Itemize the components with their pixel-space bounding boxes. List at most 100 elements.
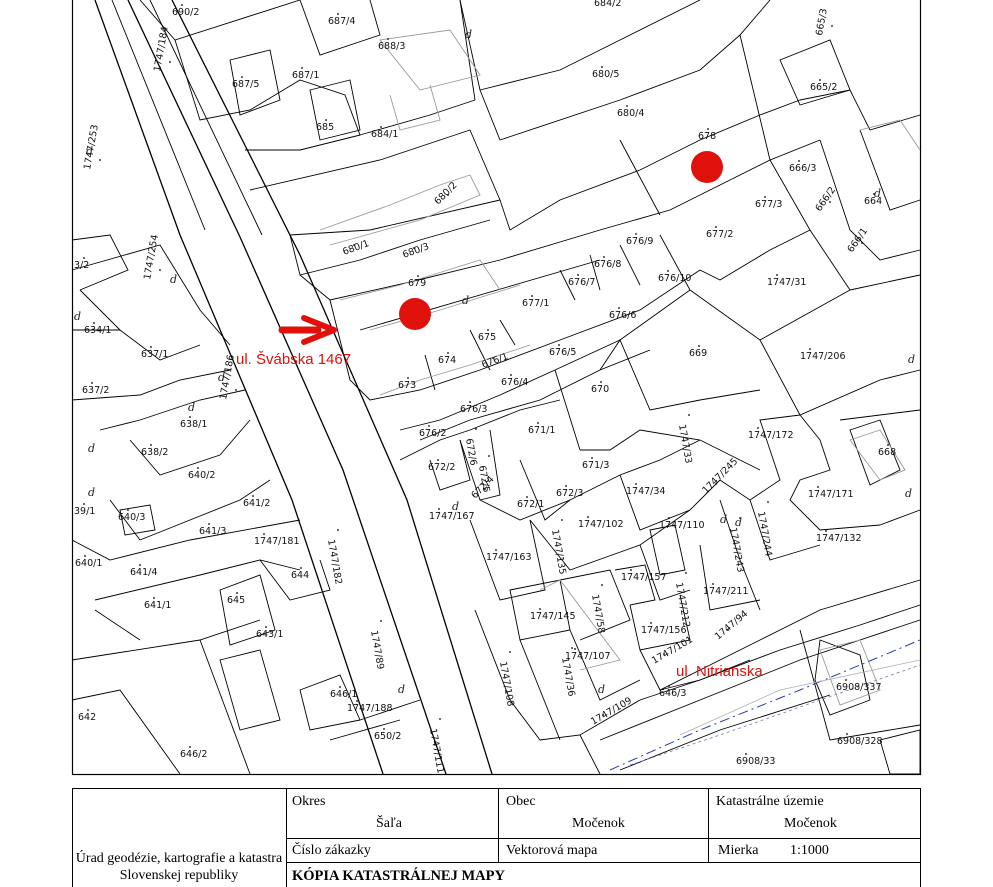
parcel-point <box>447 194 449 196</box>
mierka-value: 1:1000 <box>790 843 829 858</box>
street-label-nitrianska: ul. Nitrianska <box>676 663 763 680</box>
parcel-point <box>667 270 669 272</box>
svg-text:d: d <box>598 683 605 696</box>
parcel-point <box>577 274 579 276</box>
parcel-labels: 690/2684/2687/4688/3665/31747/184687/568… <box>74 0 896 774</box>
parcel-point <box>819 79 821 81</box>
parcel-point <box>712 583 714 585</box>
parcel-label: 1747/188 <box>347 703 393 714</box>
okres-label: Okres <box>292 794 326 809</box>
red-marker-parcel-678 <box>691 151 723 183</box>
parcel-label: 644 <box>291 570 309 581</box>
parcel-label: 1747/181 <box>254 536 300 547</box>
svg-text:d: d <box>462 294 469 307</box>
parcel-label: 665/3 <box>814 8 830 37</box>
parcel-point <box>337 13 339 15</box>
parcel-point <box>630 569 632 571</box>
parcel-point <box>685 572 687 574</box>
red-marker-parcel-679 <box>399 298 431 330</box>
svg-text:d: d <box>874 187 881 200</box>
parcel-point <box>757 427 759 429</box>
parcel-label: 646/3 <box>659 688 686 699</box>
parcel-label: 679 <box>408 278 426 289</box>
parcel-label: 676/10 <box>658 273 691 284</box>
parcel-label: 677/3 <box>755 199 782 210</box>
parcel-point <box>139 564 141 566</box>
parcel-label: 678 <box>698 131 716 142</box>
svg-text:d: d <box>88 442 95 455</box>
parcel-label: 3/2 <box>74 260 89 271</box>
parcel-point <box>437 459 439 461</box>
parcel-label: 687/4 <box>328 16 355 27</box>
svg-text:d: d <box>735 516 742 529</box>
parcel-point <box>618 307 620 309</box>
parcel-point <box>825 530 827 532</box>
parcel-label: 673 <box>398 380 416 391</box>
parcel-label: 637/1 <box>141 349 168 360</box>
land-use-symbols: d d d d d d d d d d d d d d d d d <box>74 28 915 696</box>
obec-value: Močenok <box>572 816 625 831</box>
parcel-label: 690/2 <box>172 7 199 18</box>
parcel-point <box>475 428 477 430</box>
parcel-label: 1747/102 <box>578 519 624 530</box>
parcel-label: 634/1 <box>84 325 111 336</box>
parcel-label: 650/2 <box>374 731 401 742</box>
parcel-label: 672/5 <box>476 465 492 494</box>
parcel-point <box>150 346 152 348</box>
parcel-point <box>469 401 471 403</box>
parcel-point <box>715 226 717 228</box>
parcel-point <box>668 685 670 687</box>
parcel-label: 641/1 <box>144 600 171 611</box>
parcel-point <box>767 501 769 503</box>
parcel-point <box>829 201 831 203</box>
parcel-point <box>727 629 729 631</box>
parcel-point <box>539 608 541 610</box>
parcel-point <box>488 455 490 457</box>
parcel-point <box>127 509 129 511</box>
parcel-point <box>510 374 512 376</box>
parcel-point <box>428 425 430 427</box>
svg-text:d: d <box>720 513 727 526</box>
parcel-point <box>831 25 833 27</box>
parcel-label: 676/7 <box>568 277 595 288</box>
parcel-point <box>189 416 191 418</box>
parcel-label: 1747/110 <box>659 520 705 531</box>
parcel-point <box>668 517 670 519</box>
parcel-label: 640/2 <box>188 470 215 481</box>
parcel-point <box>509 651 511 653</box>
parcel-point <box>91 382 93 384</box>
parcel-label: 677/1 <box>522 298 549 309</box>
parcel-label: 671/1 <box>528 425 555 436</box>
parcel-label: 1747/145 <box>530 611 576 622</box>
svg-text:d: d <box>188 401 195 414</box>
parcel-label: 6908/328 <box>837 736 883 747</box>
parcel-label: 668 <box>878 447 896 458</box>
parcel-point <box>537 422 539 424</box>
parcel-label: 643/1 <box>256 629 283 640</box>
parcel-point <box>565 485 567 487</box>
parcel-point <box>626 105 628 107</box>
parcel-point <box>798 160 800 162</box>
parcel-label: 640/3 <box>118 512 145 523</box>
parcel-label: 640/1 <box>75 558 102 569</box>
parcel-point <box>189 746 191 748</box>
parcel-point <box>764 196 766 198</box>
parcel-point <box>83 257 85 259</box>
parcel-point <box>739 517 741 519</box>
parcel-point <box>380 126 382 128</box>
parcel-point <box>707 128 709 130</box>
parcel-label: 1747/31 <box>767 277 806 288</box>
parcel-label: 646/2 <box>180 749 207 760</box>
parcel-point <box>887 444 889 446</box>
parcel-point <box>159 269 161 271</box>
parcel-point <box>197 467 199 469</box>
parcel-label: 680/4 <box>617 108 644 119</box>
parcel-point <box>383 728 385 730</box>
parcel-label: 1747/167 <box>429 511 475 522</box>
parcel-label: 687/5 <box>232 79 259 90</box>
parcel-label: 680/5 <box>592 69 619 80</box>
map-title: KÓPIA KATASTRÁLNEJ MAPY <box>292 868 505 884</box>
parcel-label: 687/1 <box>292 70 319 81</box>
parcel-point <box>495 549 497 551</box>
parcel-point <box>87 709 89 711</box>
